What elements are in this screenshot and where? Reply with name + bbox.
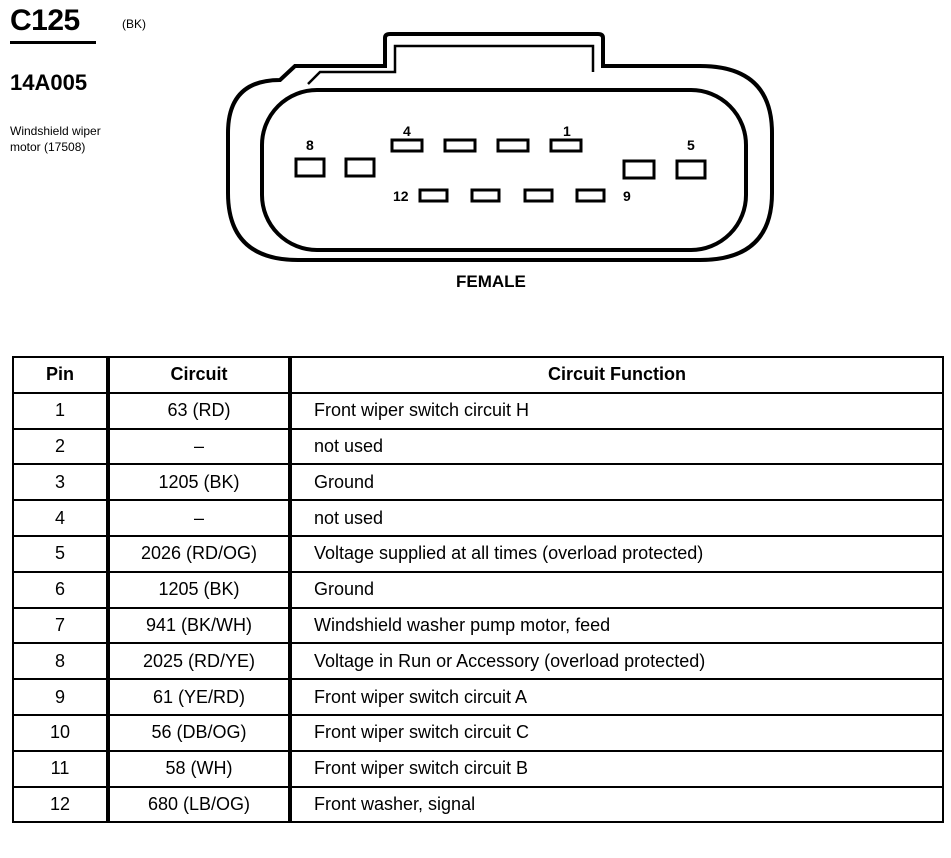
pin-cell: 2 [12, 427, 110, 466]
terminal-12 [418, 188, 449, 203]
part-description-line2: motor (17508) [10, 140, 86, 154]
pin-cell: 9 [12, 678, 110, 716]
function-cell: Front wiper switch circuit C [289, 713, 944, 752]
terminal-9 [575, 188, 606, 203]
circuit-cell: 1205 (BK) [107, 570, 292, 609]
connector-top-key-inner [307, 44, 595, 85]
function-cell: not used [289, 427, 944, 466]
terminal-5 [675, 159, 707, 180]
terminal-11 [470, 188, 501, 203]
pin-cell: 5 [12, 534, 110, 573]
connector-id: C125 [10, 4, 80, 37]
pin-label-9: 9 [623, 188, 631, 204]
pin-cell: 3 [12, 463, 110, 502]
pin-label-4: 4 [403, 123, 411, 139]
terminal-8 [294, 157, 326, 178]
terminal-10 [523, 188, 554, 203]
terminal-6 [622, 159, 656, 180]
circuit-cell: 58 (WH) [107, 749, 292, 788]
function-cell: Front wiper switch circuit B [289, 749, 944, 788]
circuit-cell: 2025 (RD/YE) [107, 642, 292, 681]
pin-label-8: 8 [306, 137, 314, 153]
header-circuit: Circuit [107, 356, 292, 394]
part-description: Windshield wiper motor (17508) [10, 123, 160, 155]
terminal-1 [549, 138, 583, 153]
circuit-cell: – [107, 427, 292, 466]
circuit-cell: 2026 (RD/OG) [107, 534, 292, 573]
pin-cell: 10 [12, 713, 110, 752]
function-cell: Front washer, signal [289, 785, 944, 824]
terminal-3 [443, 138, 477, 153]
circuit-cell: 63 (RD) [107, 391, 292, 430]
table-row: 4–not used [12, 499, 944, 537]
function-cell: Voltage in Run or Accessory (overload pr… [289, 642, 944, 681]
pin-cell: 7 [12, 606, 110, 645]
table-row: 2–not used [12, 427, 944, 466]
pin-cell: 4 [12, 499, 110, 537]
circuit-cell: – [107, 499, 292, 537]
connector-face-diagram: 8 4 1 5 12 9 [226, 32, 774, 262]
connector-color: (BK) [122, 17, 146, 31]
function-cell: Windshield washer pump motor, feed [289, 606, 944, 645]
header-pin: Pin [12, 356, 110, 394]
terminal-7 [344, 157, 376, 178]
circuit-cell: 680 (LB/OG) [107, 785, 292, 824]
function-cell: not used [289, 499, 944, 537]
terminal-4 [390, 138, 424, 153]
pin-label-5: 5 [687, 137, 695, 153]
function-cell: Ground [289, 463, 944, 502]
pin-label-1: 1 [563, 123, 571, 139]
pin-cell: 6 [12, 570, 110, 609]
part-description-line1: Windshield wiper [10, 124, 101, 138]
circuit-cell: 941 (BK/WH) [107, 606, 292, 645]
function-cell: Front wiper switch circuit A [289, 678, 944, 716]
header-function: Circuit Function [289, 356, 944, 394]
pin-cell: 12 [12, 785, 110, 824]
circuit-cell: 56 (DB/OG) [107, 713, 292, 752]
pin-label-12: 12 [393, 188, 409, 204]
connector-id-underline [10, 41, 96, 44]
part-number: 14A005 [10, 70, 88, 95]
function-cell: Voltage supplied at all times (overload … [289, 534, 944, 573]
circuit-cell: 1205 (BK) [107, 463, 292, 502]
pin-table-header: Pin Circuit Circuit Function [12, 356, 944, 394]
terminal-2 [496, 138, 530, 153]
connector-view-label: FEMALE [456, 272, 526, 291]
function-cell: Ground [289, 570, 944, 609]
pin-cell: 1 [12, 391, 110, 430]
connector-outer-shell [226, 32, 774, 262]
connector-inner-cavity [260, 88, 748, 252]
pin-cell: 11 [12, 749, 110, 788]
pin-cell: 8 [12, 642, 110, 681]
circuit-cell: 61 (YE/RD) [107, 678, 292, 716]
function-cell: Front wiper switch circuit H [289, 391, 944, 430]
